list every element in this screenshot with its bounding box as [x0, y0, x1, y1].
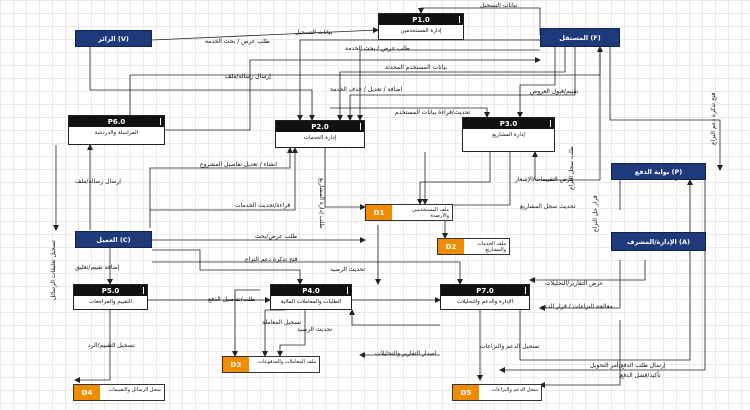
process-p5-name: التقييم والمراجعات — [89, 299, 132, 305]
process-p7-name: الإدارة والدعم والتحليلات — [456, 299, 514, 305]
store-d2-name: ملف الخدمات والمشاريع — [477, 241, 506, 253]
process-p5[interactable]: P5.0 التقييم والمراجعات — [73, 284, 148, 310]
flow-label: انشاء / تعديل تفاصيل المشروع — [200, 161, 278, 168]
entity-payment-gateway[interactable]: بوابة الدفع (P) — [611, 163, 706, 180]
process-p4[interactable]: P4.0 الطلبات والمعاملات المالية — [270, 284, 352, 310]
flow-label: طلب/تفاصيل الدفع — [208, 296, 256, 303]
entity-freelancer[interactable]: المستقل (F) — [540, 28, 620, 47]
store-d4[interactable]: D4 سجل الرسائل والتقييمات — [73, 384, 165, 401]
flow-label: قراءة/تحديث الخدمات — [235, 202, 291, 209]
flow-label: تحديث/قراءة بيانات المستخدم — [395, 109, 471, 116]
store-d3-id: D3 — [223, 357, 249, 372]
flow-label: اصدار التقارير والتحليلات — [375, 350, 437, 357]
store-d4-id: D4 — [74, 385, 100, 400]
flow-label: تسجيل الدعم والنزاعات — [480, 343, 540, 350]
store-d1-name: ملف المستخدمين والأرصدة — [412, 207, 449, 219]
flow-label: طلب إدارة المشاريع — [318, 178, 325, 229]
flow-label: تحديث الرصيد — [330, 266, 366, 273]
process-p1-id: P1.0 — [412, 15, 430, 24]
flow-label: طلب عرض / بحث الخدمة — [345, 45, 410, 52]
store-d4-name: سجل الرسائل والتقييمات — [108, 387, 161, 393]
process-p4-name: الطلبات والمعاملات المالية — [280, 299, 342, 305]
process-p2-name: إدارة الخدمات — [303, 135, 337, 141]
store-d3[interactable]: D3 ملف المعاملات والمدفوعات — [222, 356, 320, 373]
flow-label: تحديث الرصيد — [297, 326, 333, 333]
process-p2[interactable]: P2.0 إدارة الخدمات — [275, 120, 365, 148]
flow-label: إرسال رسالة/ملف — [75, 178, 121, 185]
flow-label: تحديث سجل المشاريع — [520, 203, 576, 210]
process-p2-id: P2.0 — [311, 122, 329, 131]
store-d5-id: D5 — [453, 385, 479, 400]
flow-label: إرسال رسالة/ملف — [225, 73, 271, 80]
store-d1[interactable]: D1 ملف المستخدمين والأرصدة — [365, 204, 453, 221]
flow-label: عرض التقارير/التحليلات — [545, 280, 604, 287]
store-d3-name: ملف المعاملات والمدفوعات — [258, 359, 316, 365]
flow-label: تسجيل تعليقات الرسائل — [50, 240, 57, 300]
flow-label: تقييم/قبول العروض — [530, 88, 579, 95]
process-p7[interactable]: P7.0 الإدارة والدعم والتحليلات — [440, 284, 530, 310]
flow-label: فتح تذكرة دعم النزاع — [245, 256, 298, 263]
process-p3-name: إدارة المشاريع — [492, 132, 525, 138]
store-d5[interactable]: D5 سجل الدعم والنزاعات — [452, 384, 542, 401]
flow-label: طلب عرض / بحث الخدمة — [205, 38, 270, 45]
process-p4-id: P4.0 — [302, 286, 320, 295]
flow-label: بيانات التسجيل — [295, 29, 333, 36]
store-d2[interactable]: D2 ملف الخدمات والمشاريع — [437, 238, 510, 255]
process-p1[interactable]: P1.0 إدارة المستخدمين — [378, 13, 464, 40]
flow-label: اضافة / تعديل / حذف الخدمة — [330, 86, 403, 93]
flow-label: طلب سجل النزاع — [568, 146, 575, 190]
process-p6-id: P6.0 — [107, 117, 126, 126]
flow-label: تأكيد/فشل الدفع — [620, 372, 661, 379]
flow-label: إرسال طلب الدفع/أمر التحويل — [590, 362, 666, 369]
flow-label: معالجة النزاعات / قرار الدعم — [540, 303, 613, 310]
process-p1-name: إدارة المستخدمين — [400, 28, 442, 34]
process-p6[interactable]: P6.0 المراسلة والدردشة — [68, 115, 165, 145]
store-d5-name: سجل الدعم والنزاعات — [491, 387, 538, 393]
flow-label: طلب عرض/بحث — [255, 233, 298, 240]
store-d1-id: D1 — [366, 205, 392, 220]
process-p7-id: P7.0 — [476, 286, 494, 295]
process-p5-id: P5.0 — [101, 286, 120, 295]
process-p3-id: P3.0 — [499, 119, 518, 128]
flow-label: بيانات المستخدم المحدثة — [385, 64, 448, 71]
flow-label: تسجيل المعاملة — [262, 319, 302, 326]
store-d2-id: D2 — [438, 239, 464, 254]
flow-label: تسجيل التقييم/الرد — [88, 342, 135, 349]
process-p6-name: المراسلة والدردشة — [94, 130, 139, 136]
process-p3[interactable]: P3.0 إدارة المشاريع — [462, 117, 555, 152]
flow-label: إضافة تقييم/تعليق — [75, 264, 120, 271]
flow-label: عرض التقييمات/الإشعار — [515, 176, 574, 183]
entity-client[interactable]: العميل (C) — [75, 231, 152, 248]
entity-visitor[interactable]: الزائر (V) — [75, 30, 152, 47]
flow-label: فتح تذكرة دعم النزاع — [710, 92, 717, 145]
flow-label: بيانات التسجيل — [480, 2, 518, 9]
flow-label: قرار حل النزاع — [592, 195, 599, 232]
entity-admin[interactable]: الإدارة/المشرف (A) — [611, 232, 706, 251]
